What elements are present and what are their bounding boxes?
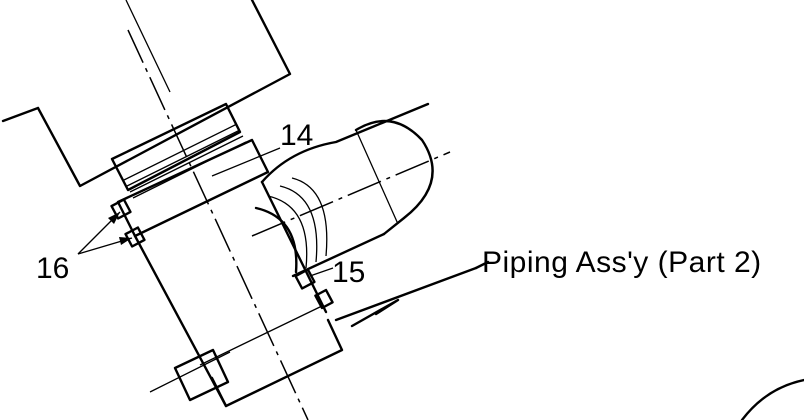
label-16: 16 [36,252,69,285]
lower-fitting [149,348,231,402]
upper-housing [1,0,292,188]
caption-piping-assembly: Piping Ass'y (Part 2) [482,246,762,279]
detail-circle-arc [740,378,804,420]
leader-14 [211,147,281,177]
main-pipe-body [116,29,344,420]
label-14: 14 [280,119,313,152]
leader-15 [309,267,334,277]
bolt-right [314,288,334,310]
leader-16 [77,211,133,255]
bolt-upper-left [110,198,132,220]
label-15: 15 [332,256,365,289]
bolt-lower-left [124,226,146,248]
section-arrow [334,260,490,328]
